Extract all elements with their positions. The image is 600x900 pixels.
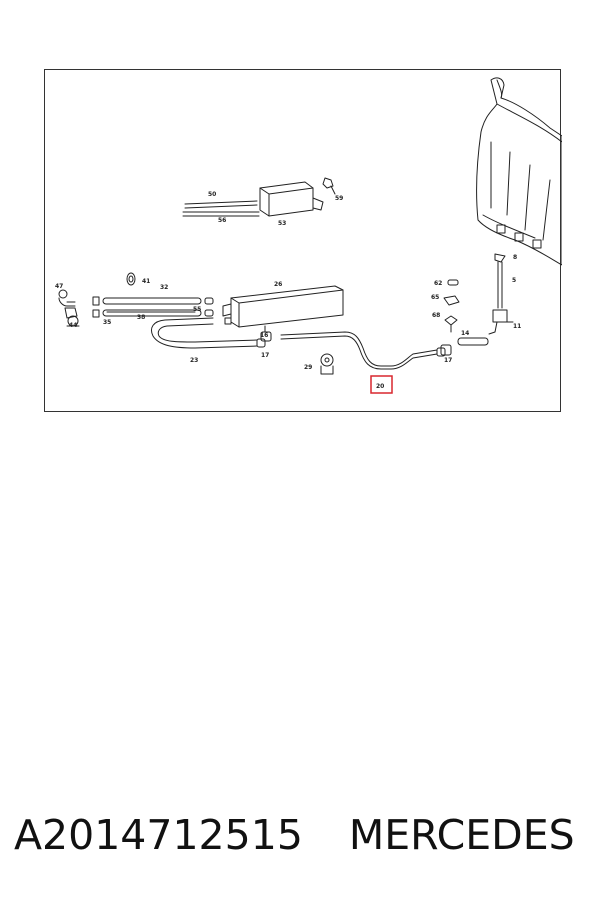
label-11: 11 [513,323,521,330]
label-56: 56 [218,217,226,224]
label-68: 68 [432,312,440,319]
brand-name: MERCEDES [348,811,575,859]
label-17-left: 17 [261,352,269,359]
label-35: 35 [103,319,111,326]
label-23: 23 [190,357,198,364]
label-53: 53 [278,220,286,227]
exploded-view-drawing: 50 56 53 59 47 41 32 26 44 35 38 55 23 1… [55,77,562,394]
part-number: A2014712515 [14,811,303,859]
label-26: 26 [274,281,282,288]
label-8: 8 [513,254,517,261]
label-38: 38 [137,314,145,321]
label-65: 65 [431,294,439,301]
small-fittings-right [440,279,489,356]
label-47: 47 [55,283,63,290]
connector-29 [320,353,334,375]
label-44: 44 [69,322,77,329]
label-50: 50 [208,191,216,198]
highlight-box [370,375,393,394]
left-fittings [58,272,136,327]
label-20-highlighted: 20 [376,383,384,390]
valve-8-5-11 [488,253,514,335]
label-16: 16 [260,332,268,339]
upper-filter-assembly [182,177,336,217]
label-55: 55 [193,306,201,313]
clamp-16-17 [260,325,272,342]
activated-charcoal-canister [222,285,344,328]
label-17-right: 17 [444,357,452,364]
label-41: 41 [142,278,150,285]
part-labels: 50 56 53 59 47 41 32 26 44 35 38 55 23 1… [55,191,521,394]
part-info-footer: A2014712515 MERCEDES [14,800,594,870]
label-14: 14 [461,330,469,337]
label-62: 62 [434,280,442,287]
fuel-tank-drawing [476,77,562,266]
label-5: 5 [512,277,516,284]
label-59: 59 [335,195,343,202]
parts-diagram: 50 56 53 59 47 41 32 26 44 35 38 55 23 1… [44,69,562,412]
label-29: 29 [304,364,312,371]
label-32: 32 [160,284,168,291]
